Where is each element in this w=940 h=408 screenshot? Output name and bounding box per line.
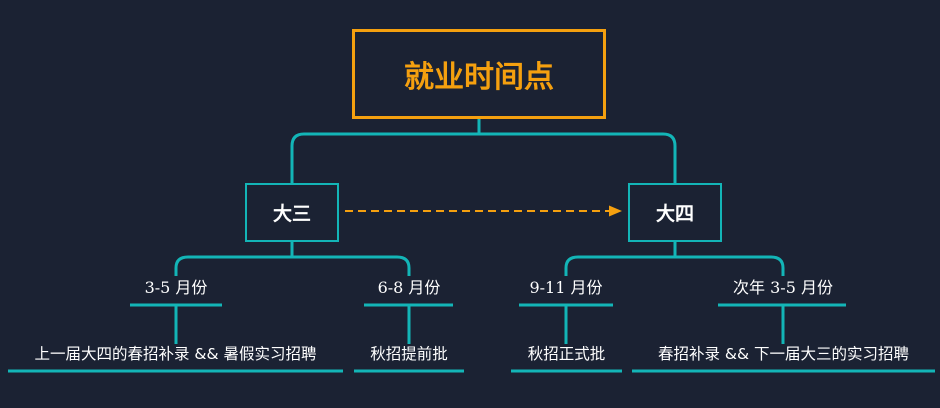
activity-label: 上一届大四的春招补录 && 暑假实习招聘	[34, 345, 317, 363]
connector-root-branch	[290, 132, 677, 183]
period-label: 次年 3-5 月份	[733, 278, 833, 297]
year-node-junior: 大三	[245, 183, 339, 242]
year-node-senior: 大四	[628, 183, 722, 242]
activity-label: 春招补录 && 下一届大三的实习招聘	[657, 345, 910, 363]
progression-arrow-head	[609, 205, 622, 217]
period-label: 9-11 月份	[529, 278, 603, 297]
activity-label: 秋招提前批	[370, 345, 448, 363]
connector-year1-branch	[174, 255, 411, 276]
year-label: 大四	[655, 203, 694, 225]
period-label: 3-5 月份	[144, 278, 208, 297]
connector-year2-branch	[564, 255, 785, 276]
year-label: 大三	[272, 203, 311, 225]
period-label: 6-8 月份	[377, 278, 441, 297]
activity-label: 秋招正式批	[527, 345, 606, 363]
root-title: 就业时间点	[404, 60, 554, 95]
root-node: 就业时间点	[352, 29, 606, 119]
